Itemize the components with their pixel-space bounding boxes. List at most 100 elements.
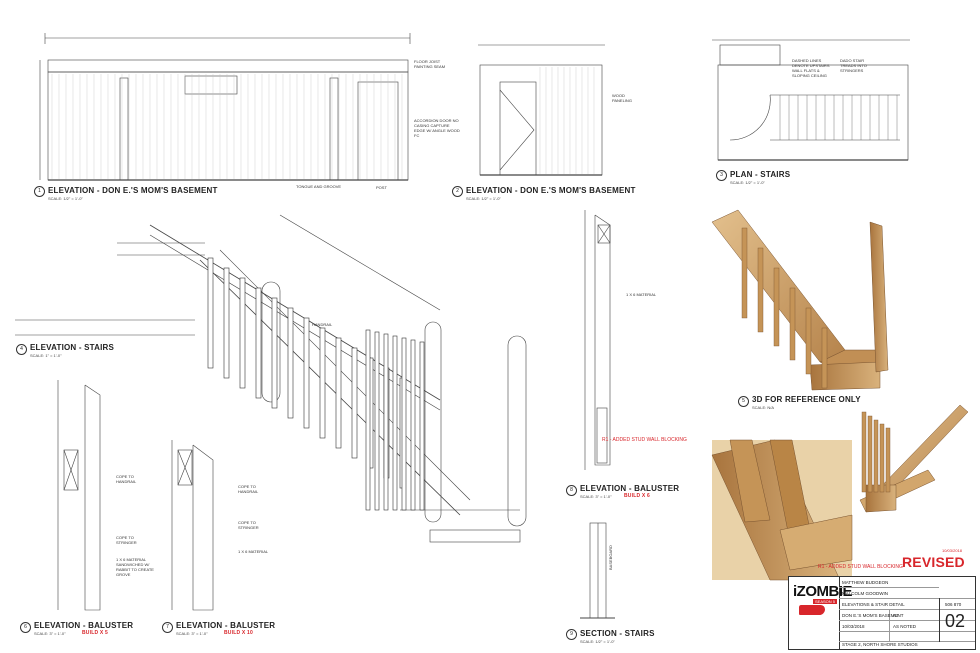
elevation-basement-1-drawing [39,33,411,181]
baluster [319,327,326,439]
plan-stairs-bubble: 3 [716,170,727,181]
b2-note-material: 1 X 6 MATERIAL [238,549,269,554]
baluster [223,267,230,379]
baluster-2-title: ELEVATION - BALUSTER [176,621,276,630]
baluster [239,277,246,389]
baluster [374,331,380,511]
baluster [401,337,407,511]
b1-note-material: 1 X 6 MATERIAL SANDWICHED W/ RABBIT TO C… [116,557,154,577]
set-name: DON E.'S MOM'S BASEMENT [842,613,904,618]
3d-baluster [821,327,828,389]
blood-splatter-icon [799,605,825,615]
plan-stairs-treads [779,95,898,140]
3d-baluster [873,419,879,493]
baluster [335,337,342,449]
baluster-3-title: ELEVATION - BALUSTER [580,484,680,493]
3d-reference-bubble: 5 [738,396,749,407]
baluster [303,317,310,429]
3d-stair-closeup [711,439,853,581]
3d-baluster [773,267,780,347]
section-stairs-drawing [580,522,615,619]
art-director: MALCOLM GOODWIN [842,591,889,596]
title-block: iZOMBIE SEASON 5 MATTHEW BUDGEON MALCOLM… [788,576,976,650]
set-number: 506 870 [945,602,962,607]
section-stairs-title: SECTION - STAIRS [580,629,655,638]
note-dashed-lines: DASHED LINES DENOTE UPSTAIRS WALL FLATS … [792,58,830,78]
3d-reference-scale: SCALE: N/A [752,405,775,410]
baluster-1-drawing [57,380,101,611]
sheet-number: 02 [945,611,966,631]
b1-note-cope-handrail: COPE TO HANDRAIL [116,474,137,484]
baluster-3-bubble: 8 [566,485,577,496]
elevation-basement-2-bubble: 2 [452,186,463,197]
section-stairs-scale: SCALE: 1/2" = 1'-0" [580,639,615,644]
3d-baluster [805,307,812,375]
baluster-1-build: BUILD X 5 [82,630,108,636]
baluster-2-scale: SCALE: 3" = 1'-0" [176,631,208,636]
revised-date: 10/03/2018 [942,548,963,553]
b2-note-cope-stringer: COPE TO STRINGER [238,520,259,530]
3d-baluster [757,247,764,333]
3d-stair-reference-bottom [859,404,969,513]
elevation-stairs-drawing [15,214,527,543]
elevation-basement-1-bubble: 1 [34,186,45,197]
izombie-logo: iZOMBIE SEASON 5 [793,583,853,617]
baluster [287,307,294,419]
elevation-basement-1-scale: SCALE: 1/2" = 1'-0" [48,196,83,201]
baluster [392,335,398,511]
section-note-baseboard: BASEBOARD [608,545,613,570]
elevation-stairs-title: ELEVATION - STAIRS [30,343,115,352]
baluster [410,339,416,511]
elevation-basement-2-paneling [539,67,595,174]
note-dado-treads: DADO STAIR TREADS INTO STRINGERS [840,58,867,73]
note-tongue-groove: TONGUE AND GROOVE [296,184,342,189]
elevation-basement-1-title: ELEVATION - DON E.'S MOM'S BASEMENT [48,186,218,195]
b1-note-cope-stringer: COPE TO STRINGER [116,535,137,545]
3d-baluster [789,287,796,361]
baluster-2-build: BUILD X 10 [224,630,253,636]
baluster-1-title: ELEVATION - BALUSTER [34,621,134,630]
baluster [255,287,262,399]
elevation-stairs-scale: SCALE: 1" = 1'-0" [30,353,62,358]
drawing-scale: AS NOTED [893,624,917,629]
baluster-2-drawing [171,440,214,611]
drawn-by: AJ [893,613,899,618]
elevation-basement-2-drawing [478,44,605,176]
elevation-basement-2-scale: SCALE: 1/2" = 1'-0" [466,196,501,201]
baluster-3-scale: SCALE: 3" = 1'-0" [580,494,612,499]
3d-baluster [741,227,748,319]
b3-note-material: 1 X 6 MATERIAL [626,292,657,297]
revision-note-2: R1 - ADDED STUD WALL BLOCKING [818,564,903,570]
baluster-1-scale: SCALE: 3" = 1'-0" [34,631,66,636]
elevation-basement-1-paneling [51,74,403,179]
note-post: POST [376,185,387,190]
baluster [383,333,389,511]
baluster [365,329,371,511]
drawing-date: 10/03/2018 [842,624,865,629]
3d-baluster [861,411,867,493]
baluster [419,341,425,511]
elevation-stairs-balusters [207,257,425,511]
3d-baluster [867,415,873,493]
note-wood-paneling: WOOD PANELING [612,93,632,103]
baluster [271,297,278,409]
3d-baluster [879,423,885,493]
production-designer: MATTHEW BUDGEON [842,580,889,585]
revised-stamp: REVISED [902,554,965,570]
note-accordion-door: ACCORDION DOOR NO CASING CAPTURE EDGE W/… [414,118,460,138]
baluster-2-bubble: 7 [162,622,173,633]
plan-stairs-title: PLAN - STAIRS [730,170,791,179]
baluster-3-drawing [584,210,611,470]
location: STAGE 2, NORTH SHORE STUDIOS [842,642,918,647]
baluster [207,257,214,369]
sheet-title: ELEVATIONS & STAIR DETAIL [842,602,905,607]
plan-stairs-drawing [712,39,910,161]
elevation-stairs-bubble: 4 [16,344,27,355]
elevation-basement-2-title: ELEVATION - DON E.'S MOM'S BASEMENT [466,186,636,195]
b2-note-cope-handrail: COPE TO HANDRAIL [238,484,259,494]
section-stairs-bubble: 9 [566,629,577,640]
note-floor-joist: FLOOR JOIST PAINTING SEAM [414,59,446,69]
note-handrail: HANDRAIL [312,322,333,327]
baluster-3-build: BUILD X 6 [624,493,650,499]
